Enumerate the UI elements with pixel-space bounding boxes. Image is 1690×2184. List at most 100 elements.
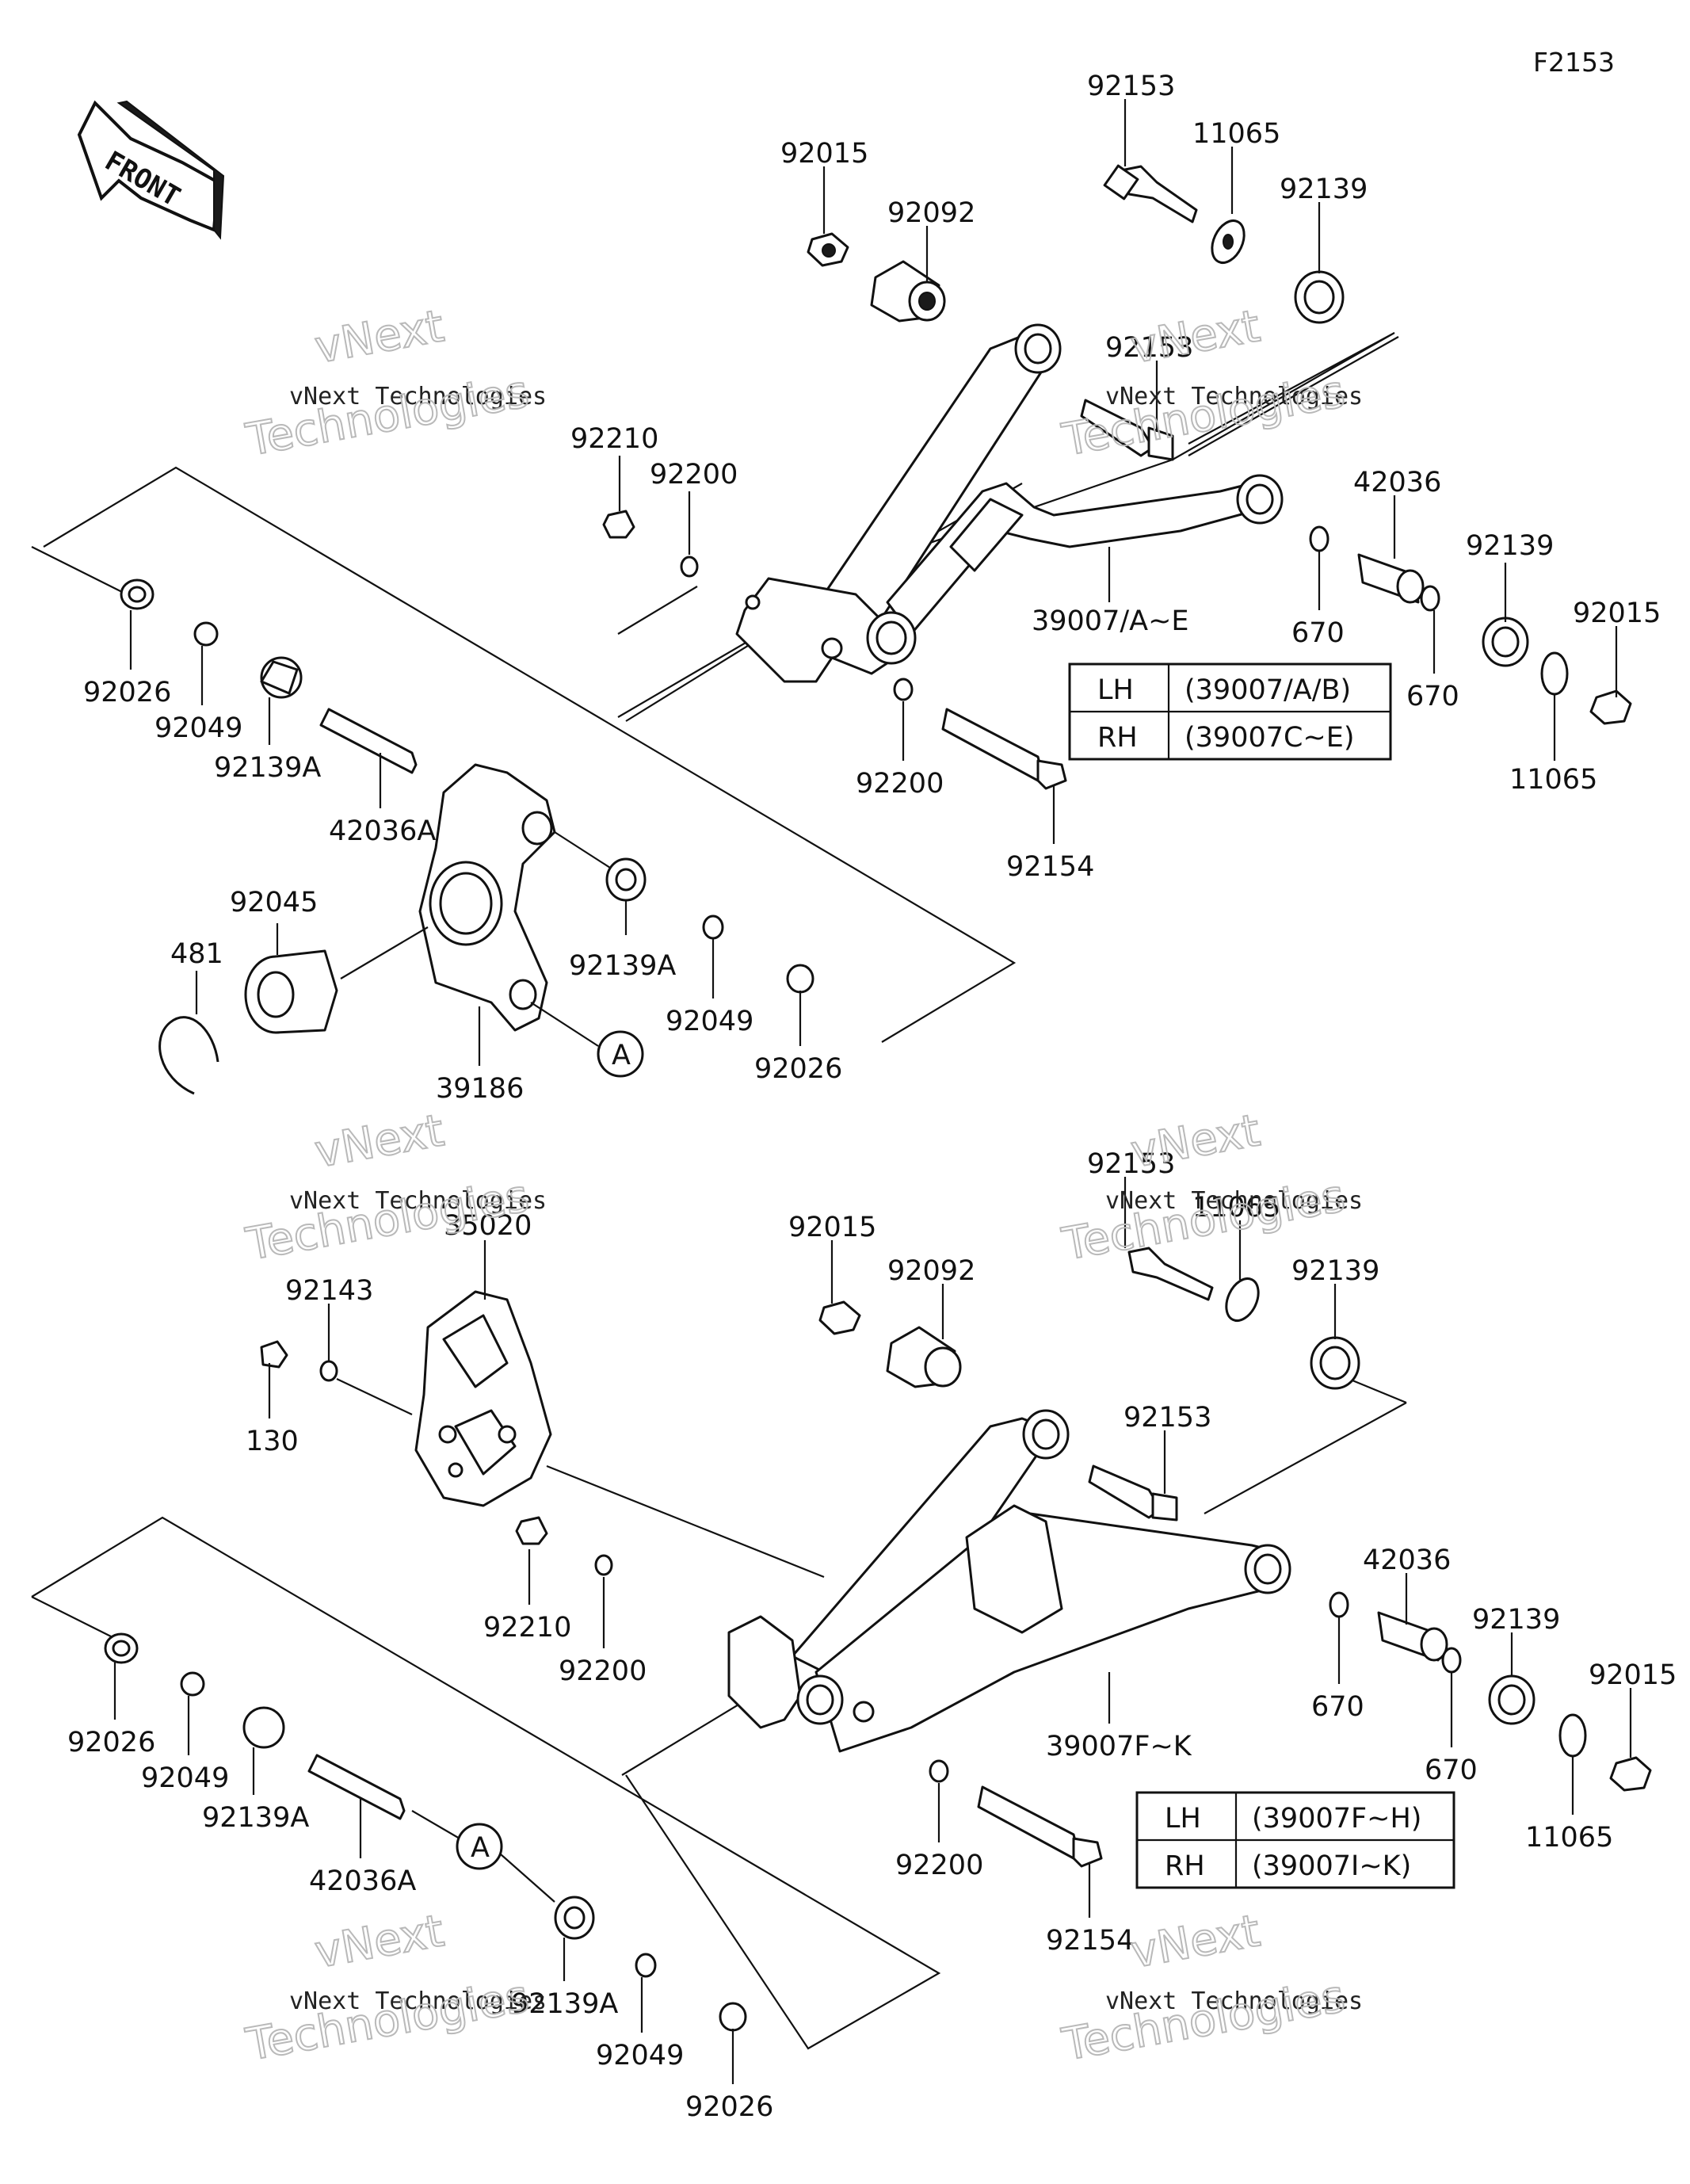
watermark-text: vNext Technologies bbox=[289, 383, 547, 410]
label-92143: 92143 bbox=[285, 1275, 373, 1307]
lower-leaders bbox=[113, 1177, 1632, 2084]
watermark-text: vNext bbox=[1127, 1105, 1264, 1178]
label-92200: 92200 bbox=[650, 459, 738, 491]
watermark-text: Technologies bbox=[1059, 1971, 1349, 2071]
label-92026: 92026 bbox=[67, 1727, 155, 1758]
label-92026: 92026 bbox=[685, 2091, 773, 2123]
watermark-bottom-left: vNext vNext Technologies Technologies bbox=[242, 1904, 547, 2071]
label-92015: 92015 bbox=[780, 138, 868, 170]
upper-assembly: 92153 11065 92015 92092 92139 92153 9221… bbox=[31, 71, 1661, 1105]
table-side-lh: LH bbox=[1097, 674, 1134, 706]
watermark-text: vNext bbox=[1127, 300, 1264, 373]
label-92092: 92092 bbox=[887, 197, 975, 229]
label-42036: 42036 bbox=[1363, 1544, 1451, 1576]
lower-assembly: 35020 92143 130 92015 92092 92153 11065 … bbox=[31, 1148, 1677, 2123]
watermark-text: Technologies bbox=[242, 366, 533, 467]
label-670: 670 bbox=[1311, 1691, 1364, 1723]
watermark-bottom-right: vNext vNext Technologies Technologies bbox=[1058, 1904, 1363, 2071]
lower-labels: 35020 92143 130 92015 92092 92153 11065 … bbox=[67, 1148, 1677, 2123]
label-42036A: 42036A bbox=[309, 1865, 416, 1897]
label-92139A: 92139A bbox=[214, 752, 321, 784]
label-670: 670 bbox=[1406, 681, 1459, 712]
lower-a-arm bbox=[727, 1409, 1291, 1753]
label-130: 130 bbox=[246, 1426, 299, 1457]
label-92139: 92139 bbox=[1466, 530, 1554, 562]
label-11065: 11065 bbox=[1192, 118, 1280, 150]
watermark-text: vNext bbox=[311, 300, 448, 373]
watermark-text: vNext bbox=[311, 1905, 448, 1978]
label-92139: 92139 bbox=[1280, 174, 1368, 205]
watermark-top-right: vNext vNext Technologies Technologies bbox=[1058, 300, 1363, 467]
label-92200: 92200 bbox=[895, 1850, 983, 1881]
upper-leaders bbox=[129, 99, 1618, 1066]
watermark-text: vNext Technologies bbox=[289, 1187, 547, 1215]
lower-side-table: LH (39007F~H) RH (39007I~K) bbox=[1135, 1791, 1455, 1889]
label-92154: 92154 bbox=[1006, 851, 1094, 883]
label-92153: 92153 bbox=[1105, 332, 1193, 364]
label-92049: 92049 bbox=[141, 1762, 229, 1794]
label-11065: 11065 bbox=[1192, 1192, 1280, 1224]
watermark-text: Technologies bbox=[1059, 366, 1349, 467]
label-92092: 92092 bbox=[887, 1255, 975, 1287]
label-92210: 92210 bbox=[570, 423, 658, 455]
table-parts-rh: (39007I~K) bbox=[1252, 1850, 1411, 1882]
label-92139A: 92139A bbox=[202, 1802, 309, 1834]
label-11065: 11065 bbox=[1525, 1822, 1613, 1854]
label-11065: 11065 bbox=[1509, 764, 1597, 796]
watermark-top-left: vNext vNext Technologies Technologies bbox=[242, 300, 547, 467]
label-92153: 92153 bbox=[1087, 1148, 1175, 1180]
watermark-text: vNext Technologies bbox=[1105, 1987, 1363, 2015]
table-side-lh: LH bbox=[1165, 1803, 1201, 1835]
label-92049: 92049 bbox=[666, 1006, 753, 1037]
label-92015: 92015 bbox=[1589, 1659, 1677, 1691]
label-481: 481 bbox=[170, 938, 223, 970]
label-92049: 92049 bbox=[155, 712, 242, 744]
watermark-text: Technologies bbox=[242, 1971, 533, 2071]
lower-hardware bbox=[104, 1247, 1652, 2032]
ref-a-label: A bbox=[471, 1832, 490, 1864]
label-92139A: 92139A bbox=[569, 950, 676, 982]
upper-labels: 92153 11065 92015 92092 92139 92153 9221… bbox=[83, 71, 1661, 1105]
label-39186: 39186 bbox=[436, 1073, 524, 1105]
label-92015: 92015 bbox=[1573, 598, 1661, 629]
label-92026: 92026 bbox=[754, 1053, 842, 1085]
label-42036A: 42036A bbox=[329, 815, 436, 847]
label-92049: 92049 bbox=[596, 2040, 684, 2071]
upper-side-table: LH (39007/A/B) RH (39007C~E) bbox=[1068, 662, 1392, 761]
figure-code: F2153 bbox=[1533, 47, 1615, 78]
table-parts-lh: (39007/A/B) bbox=[1185, 674, 1351, 706]
label-92015: 92015 bbox=[788, 1212, 876, 1243]
label-92200: 92200 bbox=[856, 768, 944, 800]
upper-a-arm bbox=[735, 323, 1284, 683]
label-92045: 92045 bbox=[230, 887, 318, 918]
upper-hardware bbox=[120, 164, 1632, 1095]
watermark-text: vNext Technologies bbox=[1105, 383, 1363, 410]
label-35020: 35020 bbox=[444, 1210, 532, 1242]
label-92210: 92210 bbox=[483, 1612, 571, 1644]
label-92139: 92139 bbox=[1291, 1255, 1379, 1287]
label-39007: 39007F~K bbox=[1046, 1731, 1192, 1762]
label-42036: 42036 bbox=[1353, 467, 1441, 498]
table-parts-rh: (39007C~E) bbox=[1185, 722, 1355, 754]
label-92153: 92153 bbox=[1123, 1402, 1211, 1434]
table-parts-lh: (39007F~H) bbox=[1252, 1803, 1421, 1835]
watermark-text: Technologies bbox=[242, 1170, 533, 1271]
skid-plate bbox=[414, 1290, 552, 1507]
label-92139: 92139 bbox=[1472, 1604, 1560, 1636]
watermark-text: vNext bbox=[1127, 1905, 1264, 1978]
label-92139A: 92139A bbox=[511, 1988, 618, 2020]
label-92154: 92154 bbox=[1046, 1925, 1134, 1957]
watermark-text: vNext Technologies bbox=[289, 1987, 547, 2015]
label-92026: 92026 bbox=[83, 677, 171, 708]
label-92153: 92153 bbox=[1087, 71, 1175, 102]
label-92200: 92200 bbox=[559, 1655, 647, 1687]
ref-a-label: A bbox=[612, 1040, 631, 1071]
watermark-mid-left: vNext vNext Technologies Technologies bbox=[242, 1104, 547, 1271]
label-670: 670 bbox=[1291, 617, 1345, 649]
watermark-text: vNext Technologies bbox=[1105, 1187, 1363, 1215]
label-670: 670 bbox=[1425, 1754, 1478, 1786]
front-arrow-icon: FRONT bbox=[77, 100, 225, 240]
table-side-rh: RH bbox=[1165, 1850, 1205, 1882]
watermark-text: vNext bbox=[311, 1105, 448, 1178]
